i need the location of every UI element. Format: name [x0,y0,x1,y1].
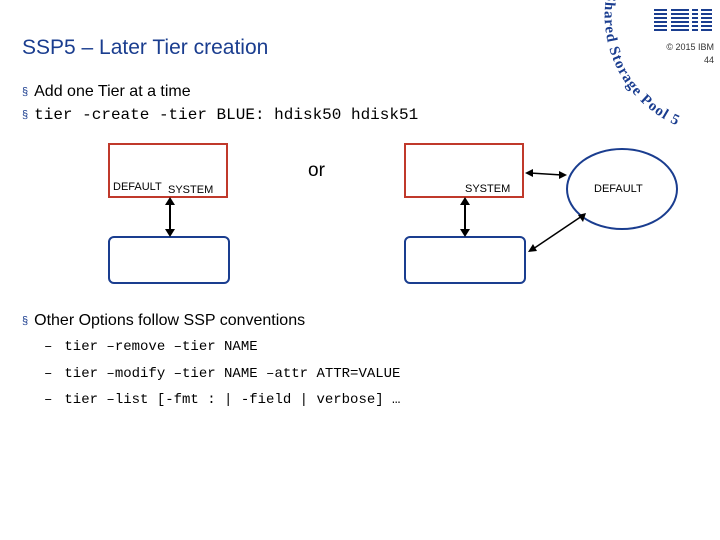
curved-title-decoration: Shared Storage Pool 5 [601,0,682,129]
bullet-text: Add one Tier at a time [34,83,191,100]
tier-label-default-right: DEFAULT [594,183,643,195]
tier-box-default-system [108,143,228,198]
bullet-marker: § [22,315,29,327]
tier-box-system [404,143,524,198]
bullet-text: Other Options follow SSP conventions [34,312,306,329]
sub-item-text: tier –list [-fmt : | -field | verbose] … [64,392,401,408]
bullet-item-1: § Add one Tier at a time [22,83,191,101]
ibm-logo [654,8,712,34]
sub-item-3: –tier –list [-fmt : | -field | verbose] … [44,392,400,408]
slide-title: SSP5 – Later Tier creation [22,36,269,59]
connector-arrows [525,169,586,252]
dash-marker: – [44,366,53,382]
sub-item-2: –tier –modify –tier NAME –attr ATTR=VALU… [44,366,400,382]
sub-item-text: tier –modify –tier NAME –attr ATTR=VALUE [64,366,401,382]
double-arrow-right [460,197,470,237]
double-arrow-left [165,197,175,237]
sub-item-text: tier –remove –tier NAME [64,339,258,355]
bullet-item-2: § tier -create -tier BLUE: hdisk50 hdisk5… [22,106,418,124]
or-label: or [308,160,325,181]
bullet-marker: § [22,109,29,121]
tier-label-default: DEFAULT [113,181,162,193]
tier-label-system-right: SYSTEM [465,183,511,195]
tier-label-system: SYSTEM [168,184,214,196]
bullet-code: tier -create -tier BLUE: hdisk50 hdisk51 [34,106,419,124]
disk-box-right [404,236,526,284]
sub-item-1: –tier –remove –tier NAME [44,339,258,355]
bullet-marker: § [22,86,29,98]
dash-marker: – [44,339,53,355]
dash-marker: – [44,392,53,408]
copyright-block: © 2015 IBM 44 [662,41,714,67]
bullet-item-3: § Other Options follow SSP conventions [22,312,305,330]
disk-box-left [108,236,230,284]
page-number: 44 [703,55,714,65]
copyright-text: © 2015 IBM [666,42,714,52]
